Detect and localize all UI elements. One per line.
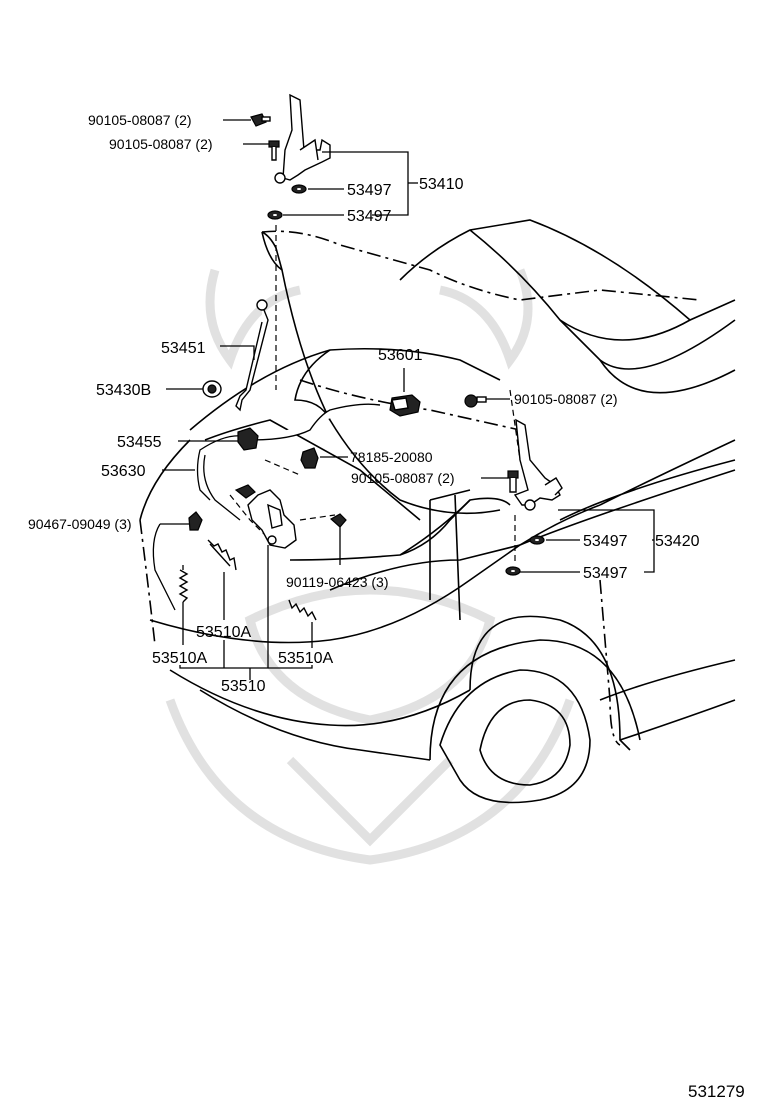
label-hood-support-rod: 53451 — [161, 340, 206, 357]
hood-lock-assembly — [234, 484, 297, 549]
label-washer-upper-1: 53497 — [347, 182, 392, 199]
label-hinge-bolt-a: 90105-08087 (2) — [88, 112, 192, 128]
label-release-lever: 53455 — [117, 434, 162, 451]
spring-center — [207, 539, 237, 571]
spring-left — [178, 565, 189, 603]
label-washer-lower-2: 53497 — [583, 565, 628, 582]
label-hood-bolt-right-lower: 90105-08087 (2) — [351, 470, 455, 486]
clamp-part — [188, 511, 203, 531]
cushion-part — [202, 380, 222, 398]
label-washer-upper-2: 53497 — [347, 208, 392, 225]
diagram-code: 531279 — [688, 1082, 745, 1101]
lock-bolt-part — [329, 513, 347, 528]
spring-right — [288, 599, 317, 621]
bolt-right-lower — [507, 470, 519, 493]
watermark-logo — [165, 268, 575, 865]
hood-support-rod — [235, 299, 269, 412]
label-clip: 78185-20080 — [350, 449, 433, 465]
label-hinge-left: 53410 — [419, 176, 464, 193]
washer-upper — [267, 184, 307, 220]
hood-dash-lines — [229, 225, 521, 565]
label-hinge-right: 53420 — [655, 533, 700, 550]
bolt-upper-b — [268, 140, 280, 161]
label-spring-center: 53510A — [196, 624, 251, 641]
label-washer-lower-1: 53497 — [583, 533, 628, 550]
bolt-right-top — [464, 394, 487, 408]
washer-lower — [505, 535, 545, 576]
label-spring-right: 53510A — [278, 650, 333, 667]
label-lock-control-cable: 53601 — [378, 347, 423, 364]
leader-lines — [152, 119, 655, 680]
release-lever-part — [237, 427, 259, 451]
hood-hinge-left — [274, 93, 331, 184]
label-lock-bolt: 90119-06423 (3) — [286, 574, 388, 590]
bolt-upper-a — [250, 113, 271, 127]
label-cable-assy: 53630 — [101, 463, 146, 480]
cable-clip — [300, 447, 319, 469]
label-hood-lock: 53510 — [221, 678, 266, 695]
lock-control-end — [389, 394, 421, 417]
hood-hinge-right — [513, 418, 563, 511]
label-cushion: 53430B — [96, 382, 151, 399]
label-hinge-bolt-b: 90105-08087 (2) — [109, 136, 213, 152]
label-hood-bolt-right-top: 90105-08087 (2) — [514, 391, 618, 407]
label-clamp: 90467-09049 (3) — [28, 516, 132, 532]
label-spring-left: 53510A — [152, 650, 207, 667]
part-labels: 90105-08087 (2) 90105-08087 (2) 53497 53… — [28, 112, 700, 695]
